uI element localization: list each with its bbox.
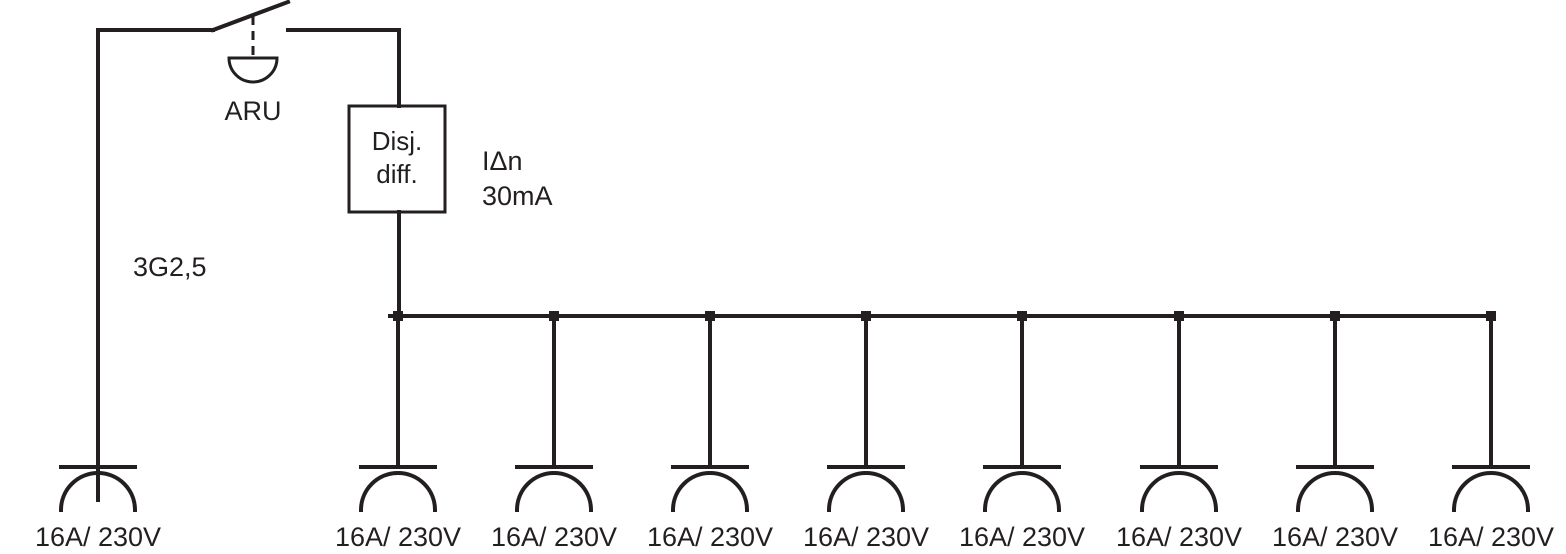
outlet-9-junction (1486, 311, 1496, 321)
outlet-2-label: 16A/ 230V (335, 522, 461, 552)
outlet-2-junction (393, 311, 403, 321)
outlet-9-label: 16A/ 230V (1428, 522, 1554, 552)
outlet-3-socket-icon (514, 471, 594, 513)
outlet-2-socket-icon (358, 471, 438, 513)
sensitivity-label-line2: 30mA (482, 181, 553, 211)
outlet-6-label: 16A/ 230V (959, 522, 1085, 552)
outlet-4-junction (705, 311, 715, 321)
outlet-7-label: 16A/ 230V (1116, 522, 1242, 552)
outlet-3-junction (549, 311, 559, 321)
aru-label: ARU (224, 96, 281, 126)
outlet-7-socket-icon (1139, 471, 1219, 513)
outlet-7-junction (1174, 311, 1184, 321)
cable-label: 3G2,5 (133, 252, 207, 282)
outlet-1-label: 16A/ 230V (35, 522, 161, 552)
outlet-6-junction (1017, 311, 1027, 321)
outlet-9-socket-icon (1451, 471, 1531, 513)
outlet-8-label: 16A/ 230V (1272, 522, 1398, 552)
breaker-label-line2: diff. (376, 159, 417, 189)
outlet-5-socket-icon (826, 471, 906, 513)
outlets-group: 16A/ 230V 16A/ 230V 16A/ 230V 16A/ 230V 16A/… (35, 311, 1554, 552)
feed-wire (96, 28, 215, 502)
switch-lever (210, 0, 291, 33)
switch-output-wire (286, 28, 401, 108)
sensitivity-label-line1: IΔn (482, 146, 523, 176)
outlet-8-socket-icon (1295, 471, 1375, 513)
outlet-4-label: 16A/ 230V (647, 522, 773, 552)
aru-button-icon (227, 56, 279, 84)
outlet-4-socket-icon (670, 471, 750, 513)
outlet-3-label: 16A/ 230V (491, 522, 617, 552)
outlet-6-socket-icon (982, 471, 1062, 513)
outlet-1-socket-icon (58, 471, 138, 513)
outlet-5-label: 16A/ 230V (803, 522, 929, 552)
outlet-5-junction (861, 311, 871, 321)
breaker-label-line1: Disj. (372, 126, 423, 156)
outlet-8-junction (1330, 311, 1340, 321)
